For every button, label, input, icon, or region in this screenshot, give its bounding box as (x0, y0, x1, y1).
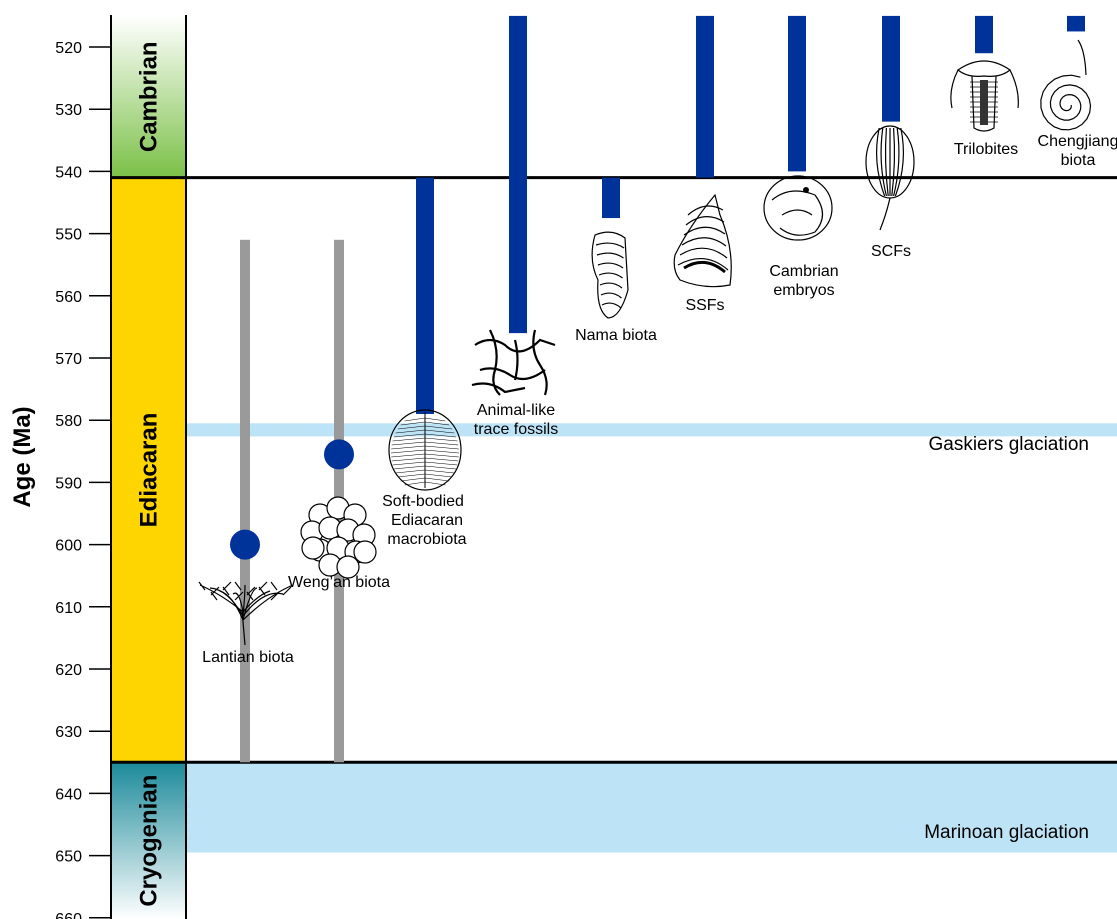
period-label: Ediacaran (136, 413, 163, 528)
age-marker (324, 439, 354, 470)
trilobite-icon (950, 60, 1019, 132)
range-bar (416, 177, 434, 414)
y-tick-label: 520 (55, 40, 82, 57)
seaweed-fossil-icon (198, 581, 294, 646)
y-tick-label: 530 (55, 102, 82, 119)
shelly-fossil-icon (673, 193, 732, 288)
range-bar (975, 15, 993, 54)
period-block (111, 177, 186, 763)
glaciation-label: Marinoan glaciation (924, 822, 1089, 843)
y-tick-label: 610 (55, 600, 82, 617)
range-bar (509, 15, 527, 334)
cambrian-embryo-icon (763, 175, 833, 241)
period-label: Cambrian (136, 41, 163, 152)
y-tick-label: 650 (55, 849, 82, 866)
period-block (111, 15, 186, 178)
y-tick-label: 630 (55, 724, 82, 741)
y-tick-label: 590 (55, 475, 82, 492)
coiled-fossil-icon (1040, 39, 1092, 131)
range-bar (696, 15, 714, 178)
age-marker (230, 529, 260, 560)
range-bar (240, 239, 250, 763)
y-tick-label: 600 (55, 538, 82, 555)
dickinsonia-icon (388, 409, 462, 491)
biota-label: Weng’an biota (288, 574, 390, 591)
y-tick-label: 550 (55, 227, 82, 244)
y-tick-label: 570 (55, 351, 82, 368)
glaciation-label: Gaskiers glaciation (928, 434, 1089, 455)
y-axis-label: Age (Ma) (9, 406, 36, 507)
range-bar (882, 15, 900, 122)
trace-burrow-icon (471, 329, 556, 396)
biota-label: Nama biota (575, 327, 657, 344)
carbonaceous-fossil-icon (865, 125, 915, 231)
period-label: Cryogenian (136, 775, 163, 907)
y-tick-label: 560 (55, 289, 82, 306)
y-tick-label: 640 (55, 786, 82, 803)
biota-label: Lantian biota (202, 649, 294, 666)
y-tick-label: 660 (55, 911, 82, 919)
y-tick-label: 620 (55, 662, 82, 679)
cloudina-icon (591, 231, 629, 319)
range-bar (1067, 15, 1085, 32)
biota-label: Trilobites (954, 141, 1018, 158)
range-bar (602, 177, 620, 219)
embryo-cluster-icon (300, 496, 377, 579)
period-block (111, 762, 186, 919)
glaciation-band (186, 762, 1117, 853)
biota-label: SCFs (871, 243, 911, 260)
range-bar (788, 15, 806, 172)
y-tick-label: 540 (55, 164, 82, 181)
biota-label: SSFs (685, 297, 724, 314)
y-tick-label: 580 (55, 413, 82, 430)
